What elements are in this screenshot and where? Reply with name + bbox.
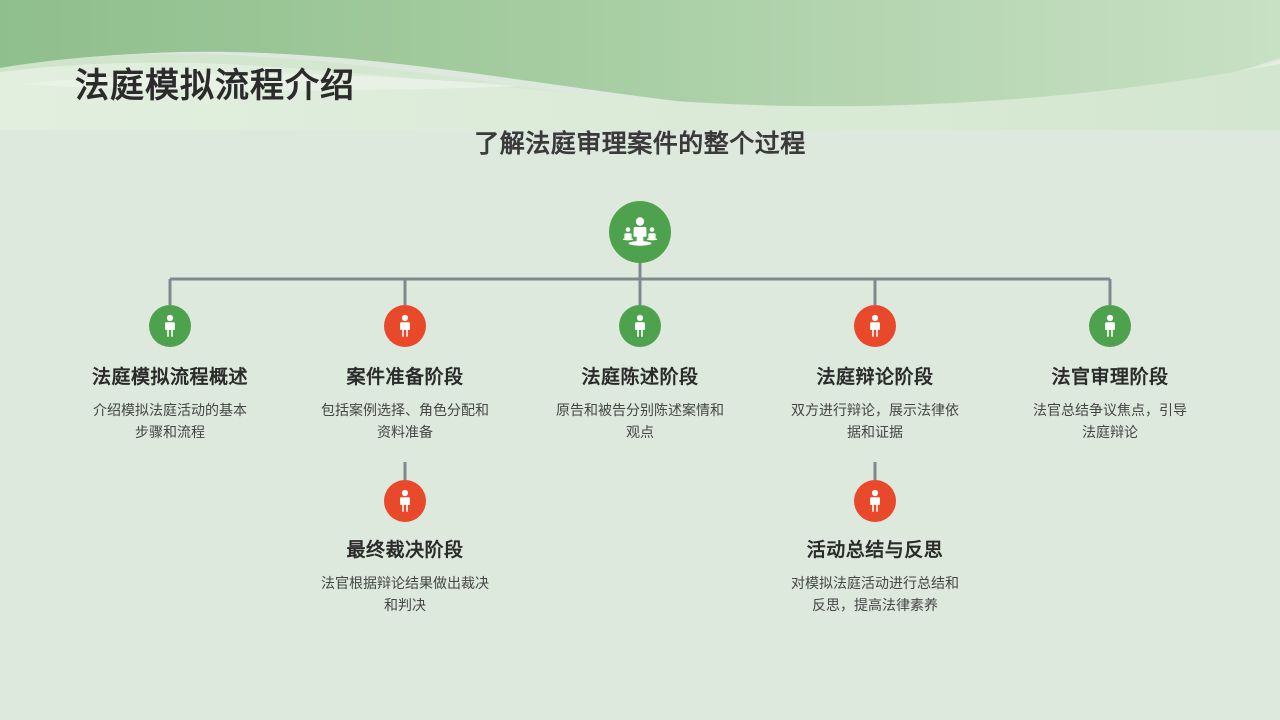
flow-item-title: 最终裁决阶段 (346, 540, 464, 561)
flow-item-title: 法官审理阶段 (1051, 367, 1169, 388)
presenter-group-icon (622, 217, 658, 246)
person-icon (870, 489, 880, 512)
person-icon (400, 314, 410, 337)
flow-item-desc: 法官总结争议焦点，引导 法庭辩论 (1033, 402, 1187, 440)
node-circle-6[interactable] (384, 480, 426, 522)
flow-item-1[interactable]: 法庭模拟流程概述 介绍模拟法庭活动的基本 步骤和流程 (60, 362, 280, 443)
flow-item-desc: 包括案例选择、角色分配和 资料准备 (321, 402, 489, 440)
flow-item-5[interactable]: 法官审理阶段 法官总结争议焦点，引导 法庭辩论 (1003, 362, 1217, 443)
node-circle-1[interactable] (149, 305, 191, 347)
page-subtitle: 了解法庭审理案件的整个过程 (474, 130, 806, 158)
flow-item-2[interactable]: 案件准备阶段 包括案例选择、角色分配和 资料准备 (298, 362, 512, 443)
node-circle-4[interactable] (854, 305, 896, 347)
header-wave-graphic (0, 0, 1280, 130)
node-circle-2[interactable] (384, 305, 426, 347)
flow-item-desc: 双方进行辩论，展示法律依 据和证据 (791, 402, 959, 440)
person-icon (400, 489, 410, 512)
flow-item-6[interactable]: 最终裁决阶段 法官根据辩论结果做出裁决 和判决 (288, 535, 522, 616)
flow-item-desc: 介绍模拟法庭活动的基本 步骤和流程 (93, 402, 247, 440)
person-icon (165, 314, 175, 337)
flow-item-desc: 法官根据辩论结果做出裁决 和判决 (321, 575, 489, 613)
flow-item-title: 法庭模拟流程概述 (91, 367, 248, 388)
flow-item-4[interactable]: 法庭辩论阶段 双方进行辩论，展示法律依 据和证据 (768, 362, 982, 443)
node-circle-5[interactable] (1089, 305, 1131, 347)
flow-item-desc: 对模拟法庭活动进行总结和 反思，提高法律素养 (791, 575, 959, 613)
node-circle-3[interactable] (619, 305, 661, 347)
flow-item-desc: 原告和被告分别陈述案情和 观点 (556, 402, 724, 440)
person-icon (635, 314, 645, 337)
flow-item-title: 活动总结与反思 (806, 540, 944, 561)
flow-item-title: 法庭陈述阶段 (581, 367, 699, 388)
flow-item-title: 法庭辩论阶段 (816, 367, 934, 388)
page-title: 法庭模拟流程介绍 (75, 67, 355, 105)
root-node[interactable] (609, 201, 671, 263)
header-banner (0, 0, 1280, 130)
person-icon (870, 314, 880, 337)
flow-item-7[interactable]: 活动总结与反思 对模拟法庭活动进行总结和 反思，提高法律素养 (755, 535, 995, 616)
node-circle-7[interactable] (854, 480, 896, 522)
flow-item-3[interactable]: 法庭陈述阶段 原告和被告分别陈述案情和 观点 (533, 362, 747, 443)
flow-item-title: 案件准备阶段 (346, 367, 464, 388)
person-icon (1105, 314, 1115, 337)
